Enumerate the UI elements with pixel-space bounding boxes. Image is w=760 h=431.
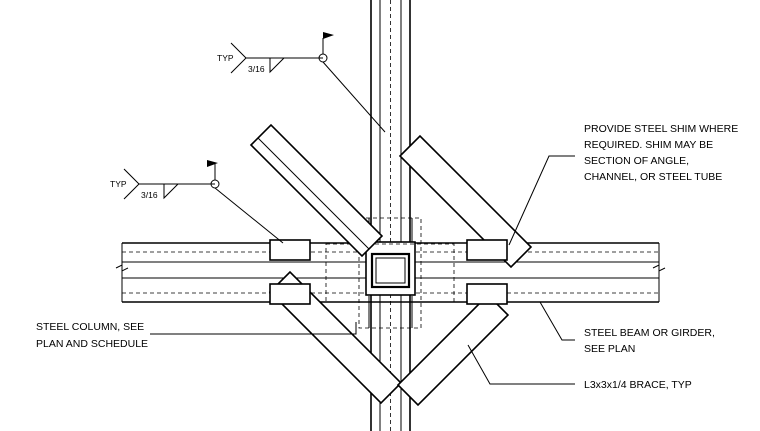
callout-shim: PROVIDE STEEL SHIM WHERE REQUIRED. SHIM … xyxy=(508,123,738,246)
field-weld-flag-icon xyxy=(323,32,334,39)
beam-note-line-2: SEE PLAN xyxy=(584,343,635,355)
column-tube xyxy=(325,217,455,329)
brace-upper-left xyxy=(249,123,384,258)
callout-brace: L3x3x1/4 BRACE, TYP xyxy=(467,344,692,391)
column-note-line-1: STEEL COLUMN, SEE xyxy=(36,321,144,333)
beam-note-line-1: STEEL BEAM OR GIRDER, xyxy=(584,327,715,339)
weld-typ-label: TYP xyxy=(110,179,127,189)
weld-typ-label: TYP xyxy=(217,53,234,63)
brace-note: L3x3x1/4 BRACE, TYP xyxy=(584,379,692,391)
callout-beam: STEEL BEAM OR GIRDER, SEE PLAN xyxy=(539,301,715,355)
brace-end-plates xyxy=(269,239,508,305)
shim-note-line-1: PROVIDE STEEL SHIM WHERE xyxy=(584,123,738,135)
field-weld-flag-icon xyxy=(207,160,218,167)
shim-note-line-2: REQUIRED. SHIM MAY BE xyxy=(584,139,713,151)
brace-upper-right xyxy=(398,134,533,269)
weld-size-label: 3/16 xyxy=(141,190,158,200)
callout-column: STEEL COLUMN, SEE PLAN AND SCHEDULE xyxy=(36,321,357,350)
shim-note-line-4: CHANNEL, OR STEEL TUBE xyxy=(584,171,722,183)
weld-symbol-top: TYP 3/16 xyxy=(217,32,386,133)
brace-lower-right xyxy=(396,293,510,407)
column-note-line-2: PLAN AND SCHEDULE xyxy=(36,338,148,350)
shim-note-line-3: SECTION OF ANGLE, xyxy=(584,155,689,167)
weld-symbol-left: TYP 3/16 xyxy=(110,160,284,244)
weld-size-label: 3/16 xyxy=(248,64,265,74)
